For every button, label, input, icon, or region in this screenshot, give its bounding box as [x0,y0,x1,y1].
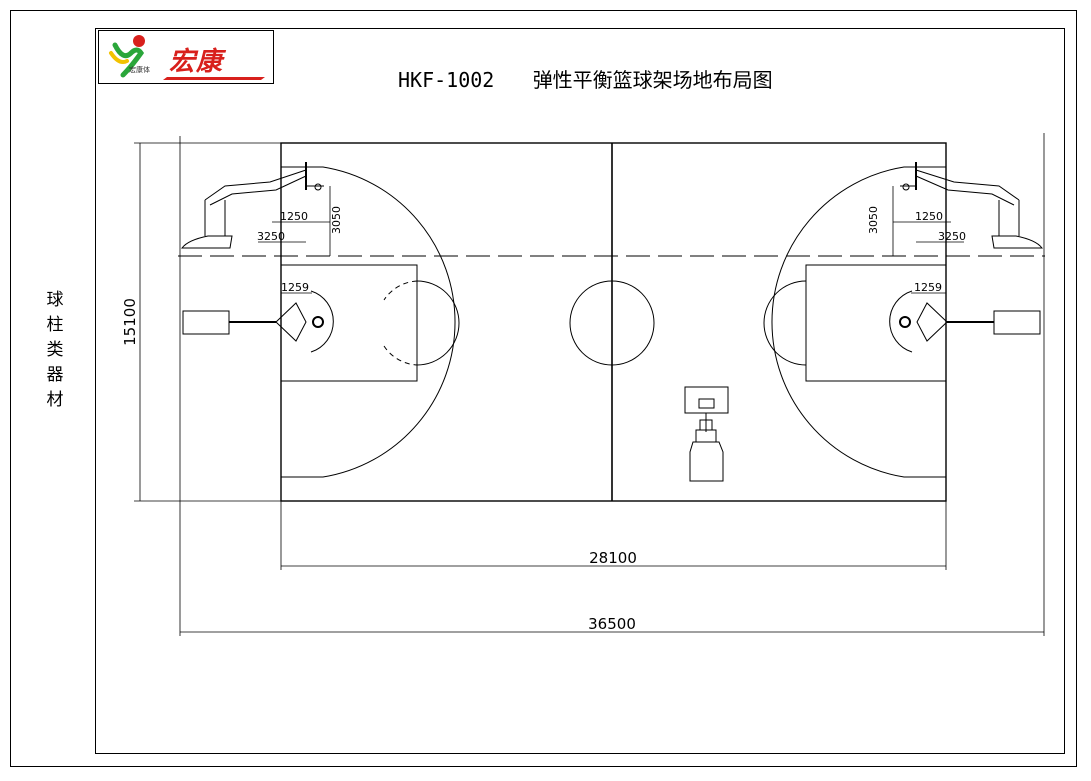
left-restricted-arc [310,290,334,353]
left-free-throw-arc-dashed [383,280,418,301]
side-label: 球 柱 类 器 材 [44,288,66,413]
logo-brand-text: 宏康 [169,47,224,77]
dim-court-width: 15100 [121,298,139,346]
dim-overhang-right: 1250 [915,210,943,223]
right-hoop-elevation [900,162,1044,249]
side-label-char: 器 [46,365,64,385]
side-label-char: 材 [46,390,64,410]
right-backboard-topview [916,302,948,342]
dim-rim-height-right: 3050 [867,206,880,234]
logo-figure-icon [109,35,145,78]
court-boundary [280,142,947,502]
right-free-throw-arc [763,280,807,366]
left-hoop-elevation [180,162,324,249]
right-three-point-line [771,166,946,478]
left-backboard-topview [275,302,307,342]
model-code: HKF-1002 [398,68,495,92]
dim-base-left: 3250 [257,230,285,243]
left-rim-topview [312,316,324,328]
right-base-topview [993,310,1041,335]
logo-underline [163,77,265,80]
dimension-lines [134,133,1045,636]
outer-border [10,10,1077,767]
left-free-throw-arc-dashed [383,345,418,366]
left-free-throw-arc [416,280,460,366]
inner-border [95,28,1065,754]
dim-court-length: 28100 [589,549,637,567]
dim-overhang-left: 1250 [280,210,308,223]
left-three-point-line [281,166,456,478]
right-rim-topview [899,316,911,328]
drawing-name: 弹性平衡篮球架场地布局图 [532,68,773,92]
center-circle [569,280,655,366]
company-logo: 宏康体 宏康 [98,30,274,84]
dim-rim-height-left: 3050 [330,206,343,234]
logo-small-text: 宏康体 [129,66,150,74]
left-key [280,264,418,382]
left-base-topview [182,310,230,335]
side-label-char: 球 [46,290,64,310]
right-restricted-arc [889,290,913,353]
dim-arm-left: 1259 [281,281,309,294]
side-label-char: 柱 [46,315,64,335]
side-label-char: 类 [46,340,64,360]
dim-arm-right: 1259 [914,281,942,294]
dim-base-right: 3250 [938,230,966,243]
dim-total-length: 36500 [588,615,636,633]
portable-hoop-front-view [684,386,729,482]
drawing-title: HKF-1002 弹性平衡篮球架场地布局图 [398,64,773,93]
